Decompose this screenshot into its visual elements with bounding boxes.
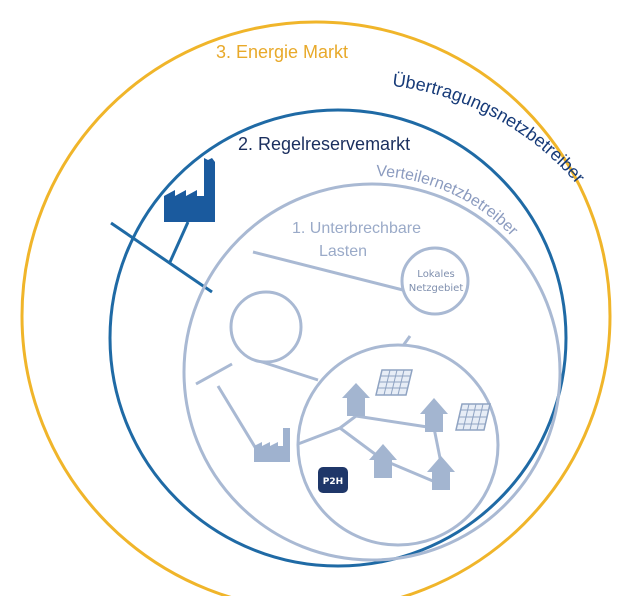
dso-ring bbox=[182, 182, 562, 562]
solar-panel-icon-1 bbox=[375, 369, 413, 396]
market-circle bbox=[229, 290, 303, 364]
solar-panel-icon-2 bbox=[455, 403, 491, 431]
p2h-label: P2H bbox=[323, 477, 343, 487]
interruptible-loads-label-line2: Lasten bbox=[319, 243, 367, 260]
dso-line-to-local bbox=[252, 250, 404, 292]
local-grid-circle bbox=[400, 246, 470, 316]
small-factory-icon bbox=[254, 428, 290, 462]
tso-ring bbox=[108, 108, 568, 568]
house-icon-4 bbox=[427, 456, 455, 490]
house-icon-3 bbox=[369, 444, 397, 478]
p2h-box bbox=[318, 467, 348, 493]
local-grid-label-line2: Netzgebiet bbox=[409, 283, 464, 294]
interruptible-loads-label-line1: 1. Unterbrechbare bbox=[292, 220, 421, 237]
tso-connector-line bbox=[110, 221, 213, 294]
dso-line-to-small-circle bbox=[195, 362, 233, 386]
house-icon-1 bbox=[342, 383, 370, 416]
dso-line-to-small-factory bbox=[216, 385, 260, 453]
energy-market-label: 3. Energie Markt bbox=[216, 42, 348, 62]
local-grid-label-line1: Lokales bbox=[417, 269, 454, 280]
large-factory-icon bbox=[164, 158, 215, 222]
energy-market-ring bbox=[20, 20, 612, 596]
control-reserve-market-label: 2. Regelreservemarkt bbox=[238, 134, 410, 154]
factory-connector-line bbox=[168, 221, 190, 263]
inner-grid-wires bbox=[297, 414, 444, 486]
house-icon-2 bbox=[420, 398, 448, 432]
